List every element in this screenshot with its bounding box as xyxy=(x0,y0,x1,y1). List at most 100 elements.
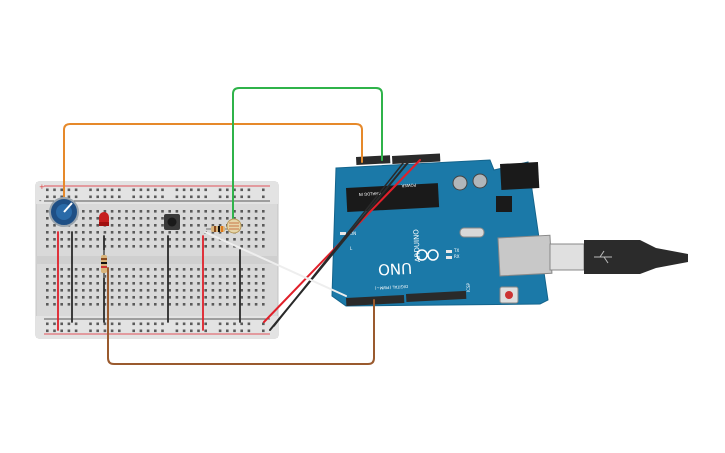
breadboard-hole[interactable] xyxy=(161,217,164,220)
breadboard-hole[interactable] xyxy=(190,217,193,220)
rail-hole[interactable] xyxy=(175,195,179,199)
rail-hole[interactable] xyxy=(233,195,236,199)
breadboard-hole[interactable] xyxy=(197,238,200,241)
rail-hole[interactable] xyxy=(96,329,99,333)
breadboard-hole[interactable] xyxy=(125,231,128,234)
breadboard-hole[interactable] xyxy=(175,282,179,285)
breadboard-hole[interactable] xyxy=(190,210,193,213)
rail-hole[interactable] xyxy=(67,322,71,326)
rail-hole[interactable] xyxy=(204,188,207,192)
rail-hole[interactable] xyxy=(197,329,200,333)
breadboard-hole[interactable] xyxy=(154,289,157,292)
breadboard-hole[interactable] xyxy=(154,282,157,285)
breadboard-hole[interactable] xyxy=(262,282,265,285)
breadboard-hole[interactable] xyxy=(146,217,150,220)
breadboard-hole[interactable] xyxy=(218,289,222,292)
rail-hole[interactable] xyxy=(60,195,63,199)
breadboard-hole[interactable] xyxy=(154,231,157,234)
breadboard-hole[interactable] xyxy=(175,289,179,292)
breadboard-hole[interactable] xyxy=(146,245,150,248)
breadboard-hole[interactable] xyxy=(139,238,143,241)
breadboard-hole[interactable] xyxy=(262,224,265,227)
breadboard-hole[interactable] xyxy=(197,231,200,234)
breadboard-hole[interactable] xyxy=(139,217,143,220)
breadboard-hole[interactable] xyxy=(254,231,258,234)
breadboard-hole[interactable] xyxy=(262,289,265,292)
breadboard-hole[interactable] xyxy=(89,275,92,278)
breadboard-hole[interactable] xyxy=(46,238,49,241)
breadboard-hole[interactable] xyxy=(132,231,135,234)
breadboard-hole[interactable] xyxy=(233,282,236,285)
breadboard-hole[interactable] xyxy=(139,296,143,299)
breadboard-hole[interactable] xyxy=(190,282,193,285)
breadboard-hole[interactable] xyxy=(125,275,128,278)
breadboard-hole[interactable] xyxy=(82,289,85,292)
breadboard-hole[interactable] xyxy=(161,238,164,241)
breadboard-hole[interactable] xyxy=(118,268,121,271)
breadboard-hole[interactable] xyxy=(218,224,222,227)
resistor-led[interactable] xyxy=(101,250,107,278)
breadboard-hole[interactable] xyxy=(226,282,229,285)
rail-hole[interactable] xyxy=(46,322,49,326)
breadboard-hole[interactable] xyxy=(262,217,265,220)
breadboard-hole[interactable] xyxy=(146,238,150,241)
rail-hole[interactable] xyxy=(103,322,107,326)
breadboard-hole[interactable] xyxy=(46,275,49,278)
breadboard-hole[interactable] xyxy=(175,245,179,248)
breadboard-hole[interactable] xyxy=(204,282,207,285)
rail-hole[interactable] xyxy=(233,329,236,333)
breadboard-hole[interactable] xyxy=(53,224,56,227)
rail-hole[interactable] xyxy=(204,195,207,199)
breadboard-hole[interactable] xyxy=(146,303,150,306)
breadboard-hole[interactable] xyxy=(74,303,78,306)
rail-hole[interactable] xyxy=(103,329,107,333)
rail-hole[interactable] xyxy=(103,188,107,192)
breadboard-hole[interactable] xyxy=(146,275,150,278)
rail-hole[interactable] xyxy=(118,322,121,326)
breadboard-hole[interactable] xyxy=(247,268,251,271)
breadboard-hole[interactable] xyxy=(89,296,92,299)
breadboard-hole[interactable] xyxy=(67,303,71,306)
breadboard-hole[interactable] xyxy=(197,210,200,213)
breadboard-hole[interactable] xyxy=(82,275,85,278)
breadboard-hole[interactable] xyxy=(247,303,251,306)
breadboard-hole[interactable] xyxy=(161,289,164,292)
breadboard-hole[interactable] xyxy=(118,245,121,248)
breadboard-hole[interactable] xyxy=(154,217,157,220)
rail-hole[interactable] xyxy=(175,188,179,192)
wire-white[interactable] xyxy=(204,231,347,297)
breadboard-hole[interactable] xyxy=(118,275,121,278)
breadboard-hole[interactable] xyxy=(197,275,200,278)
breadboard-hole[interactable] xyxy=(211,303,215,306)
rail-hole[interactable] xyxy=(161,188,164,192)
breadboard-hole[interactable] xyxy=(190,275,193,278)
breadboard-hole[interactable] xyxy=(139,275,143,278)
breadboard-hole[interactable] xyxy=(190,238,193,241)
breadboard-hole[interactable] xyxy=(262,275,265,278)
breadboard-hole[interactable] xyxy=(247,231,251,234)
breadboard-hole[interactable] xyxy=(82,217,85,220)
rail-hole[interactable] xyxy=(139,188,143,192)
rail-hole[interactable] xyxy=(96,195,99,199)
rail-hole[interactable] xyxy=(154,195,157,199)
breadboard-hole[interactable] xyxy=(211,231,215,234)
breadboard-hole[interactable] xyxy=(89,245,92,248)
breadboard-hole[interactable] xyxy=(197,224,200,227)
breadboard-hole[interactable] xyxy=(226,231,229,234)
breadboard-hole[interactable] xyxy=(211,224,215,227)
rail-hole[interactable] xyxy=(46,195,49,199)
breadboard-hole[interactable] xyxy=(226,303,229,306)
breadboard-hole[interactable] xyxy=(53,282,56,285)
rail-hole[interactable] xyxy=(96,188,99,192)
rail-hole[interactable] xyxy=(89,322,92,326)
breadboard-hole[interactable] xyxy=(254,296,258,299)
breadboard-hole[interactable] xyxy=(46,217,49,220)
rail-hole[interactable] xyxy=(247,329,251,333)
rail-hole[interactable] xyxy=(233,188,236,192)
breadboard-hole[interactable] xyxy=(82,231,85,234)
breadboard-hole[interactable] xyxy=(96,217,99,220)
breadboard-hole[interactable] xyxy=(53,303,56,306)
breadboard-hole[interactable] xyxy=(67,282,71,285)
rail-hole[interactable] xyxy=(67,195,71,199)
breadboard-hole[interactable] xyxy=(262,238,265,241)
